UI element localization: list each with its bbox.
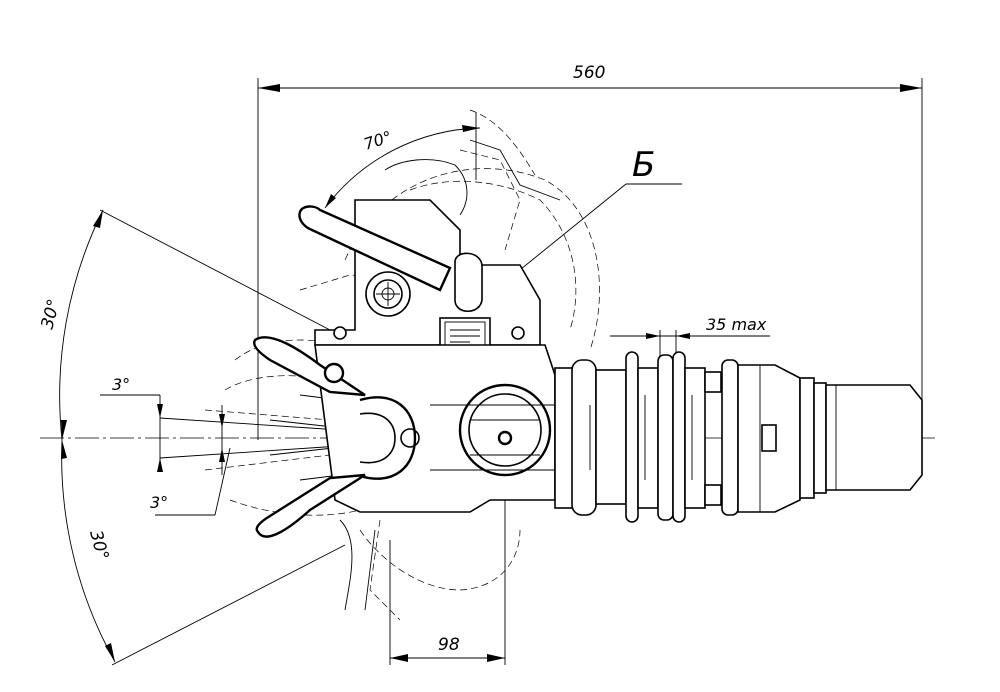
max-gap-label: 35 max	[706, 315, 767, 334]
swing-down-label: 30°	[85, 528, 112, 562]
lever-angle-label: 70°	[361, 127, 394, 154]
view-label: Б	[632, 145, 655, 185]
shaft-assembly	[554, 351, 923, 523]
dimension-lever-angle: 70°	[324, 112, 481, 209]
dimension-max-gap: 35 max	[610, 315, 770, 360]
dimension-overall-length: 560	[257, 63, 923, 440]
view-callout: Б	[504, 145, 682, 283]
swing-up-label: 30°	[38, 297, 65, 331]
dimension-offset: 98	[389, 480, 506, 665]
offset-label: 98	[438, 635, 460, 655]
tilt-down-label: 3°	[150, 493, 168, 512]
tilt-up-label: 3°	[112, 375, 130, 394]
overall-length-label: 560	[573, 63, 605, 83]
dimension-swing-angles: 30° 30°	[38, 209, 346, 666]
coupling-body	[253, 199, 556, 538]
dimension-tilt-angles: 3° 3°	[100, 375, 341, 516]
